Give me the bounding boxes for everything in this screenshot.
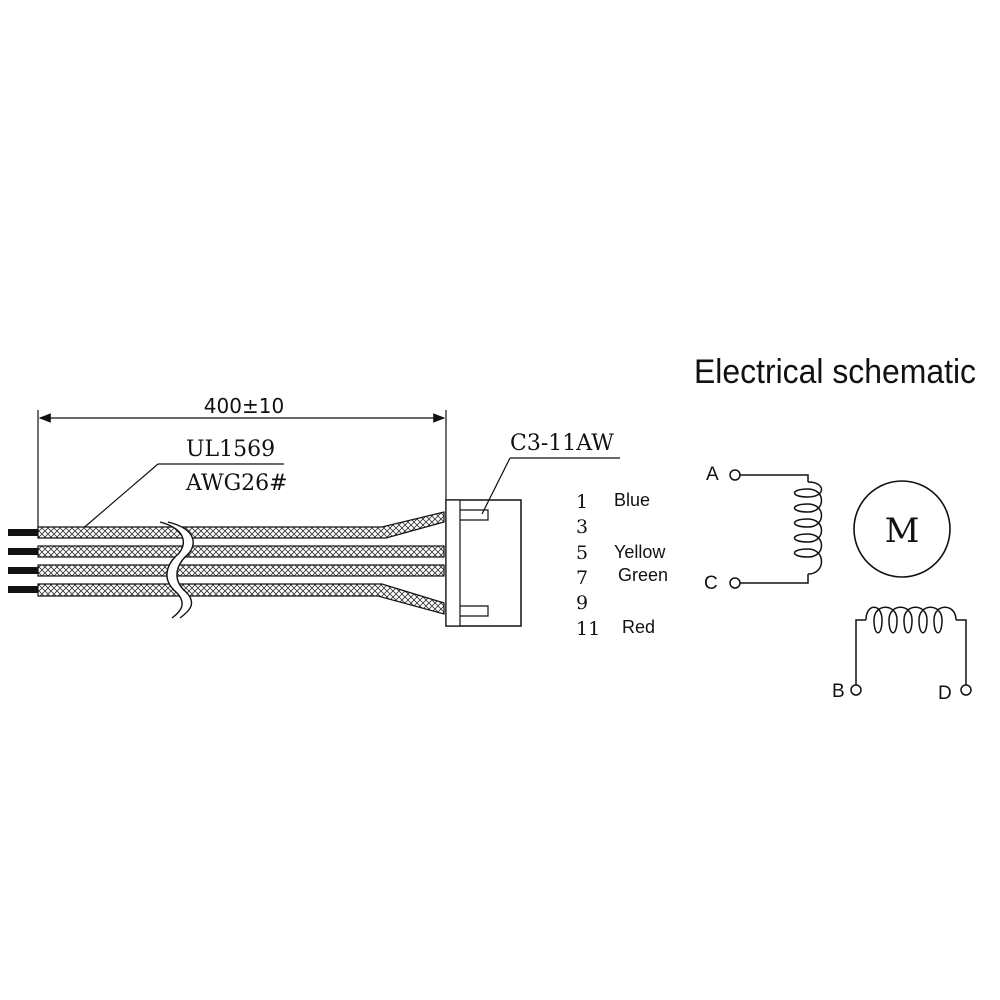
pin-color: Blue [614,490,650,510]
motor-symbol: M [853,480,951,578]
length-dimension: 400±10 [37,394,447,530]
terminal-label-a: A [706,464,719,485]
pin-number: 3 [576,516,588,538]
connector-latch-bottom [460,605,489,617]
coil-bd: B D [832,606,972,704]
wire-spec-callout: UL1569 AWG26# [79,437,288,532]
lead-c [740,574,809,584]
terminal-a [729,469,741,481]
terminal-label-d: D [938,683,952,704]
pinout-table: 1 Blue 3 5 Yellow 7 Green 9 11 Red [576,490,668,640]
length-dimension-text: 400±10 [204,394,284,418]
wire-2 [37,545,445,558]
connector-label: C3-11AW [510,431,614,456]
wire-1 [37,511,445,539]
braided-wires [37,511,445,615]
wire-tips [8,529,38,593]
coil-vertical [793,481,823,575]
break-line-right [167,521,194,619]
connector-latch-top [460,509,489,521]
wire-3 [37,564,445,577]
pin-number: 7 [576,567,588,589]
connector: C3-11AW [445,431,620,627]
wire-tip-2 [8,548,38,555]
pin-color: Red [622,617,655,637]
coil-horizontal [865,606,957,634]
wire-tip-1 [8,529,38,536]
wire-spec-line1: UL1569 [186,437,275,462]
wire-spec-line2: AWG26# [185,471,288,496]
terminal-d [960,684,972,696]
pin-number: 5 [576,542,588,564]
cable-break-symbol [159,521,194,619]
connector-flange [445,499,461,627]
coil-ac: A C [704,464,823,594]
break-line-left [159,521,184,619]
motor-label: M [885,511,920,551]
lead-a [740,474,809,482]
pin-color: Yellow [614,542,666,562]
electrical-schematic: Electrical schematic A C M B D [694,353,976,704]
lead-b [855,619,866,685]
connector-leader [481,457,511,515]
pin-number: 11 [576,618,600,640]
wire-spec-leader [79,463,159,532]
wire-4 [37,583,445,615]
wire-tip-4 [8,586,38,593]
motor-circle [853,480,951,578]
pin-color: Green [618,565,668,585]
pin-number: 9 [576,592,588,614]
terminal-label-c: C [704,573,718,594]
wire-tip-3 [8,567,38,574]
terminal-c [729,577,741,589]
schematic-title: Electrical schematic [694,353,976,391]
terminal-b [850,684,862,696]
lead-d [956,619,967,685]
terminal-label-b: B [832,681,845,702]
pin-number: 1 [576,491,588,513]
